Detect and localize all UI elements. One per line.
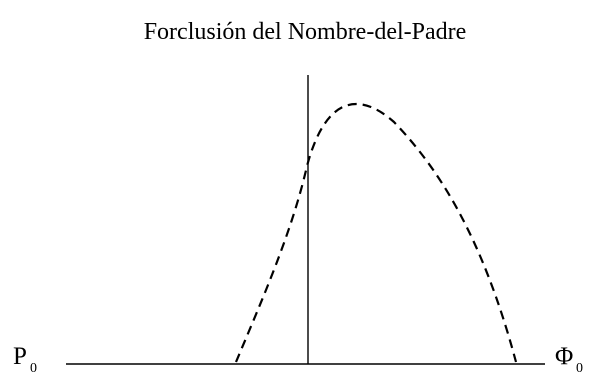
left-endpoint-label: P 0 — [13, 343, 37, 376]
right-label-symbol: Φ — [555, 343, 573, 370]
left-label-subscript: 0 — [30, 361, 37, 376]
diagram-title: Forclusión del Nombre-del-Padre — [144, 19, 467, 45]
left-label-symbol: P — [13, 343, 27, 370]
right-endpoint-label: Φ 0 — [555, 343, 583, 376]
right-label-subscript: 0 — [576, 361, 583, 376]
dashed-curve — [234, 102, 518, 363]
